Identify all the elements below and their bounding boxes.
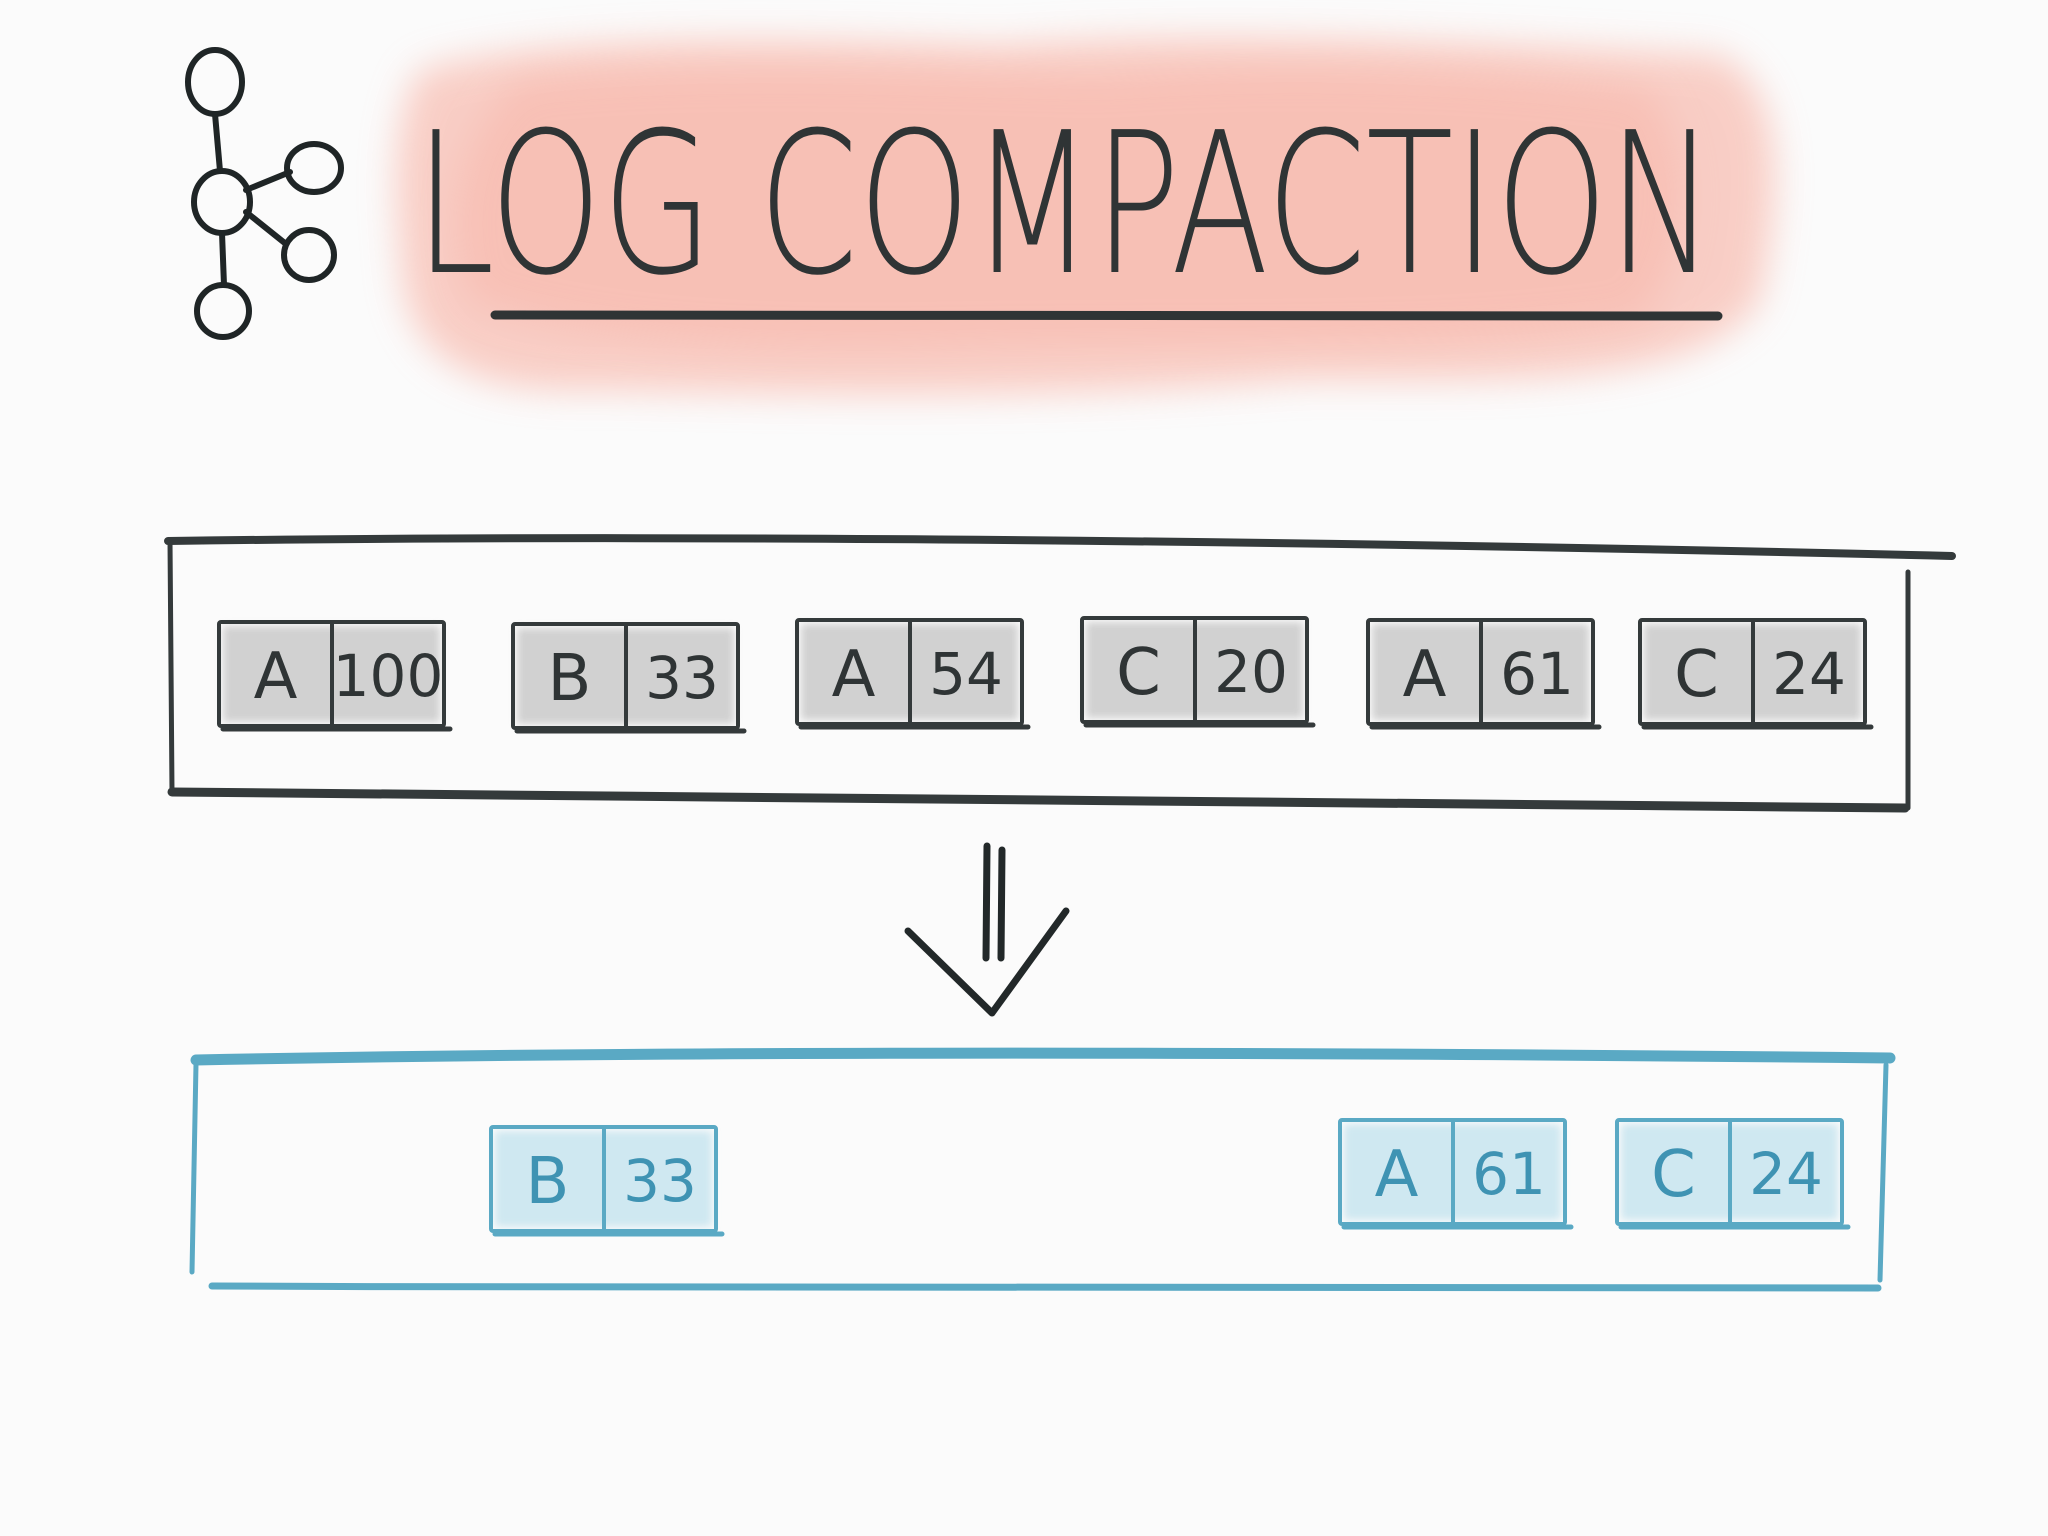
log-container xyxy=(164,534,1956,813)
page-title: LOG COMPACTION xyxy=(415,91,1715,319)
kafka-logo-icon xyxy=(185,47,344,340)
record-value: 61 xyxy=(1472,1140,1546,1208)
log-record: C 24 xyxy=(1638,618,1874,730)
log-record: A 61 xyxy=(1338,1118,1574,1230)
record-value: 100 xyxy=(333,642,444,710)
record-key: B xyxy=(526,1145,570,1219)
title-highlight xyxy=(396,37,1775,395)
compacted-log-container xyxy=(189,1047,1896,1294)
record-value: 24 xyxy=(1749,1140,1823,1208)
record-key: A xyxy=(1375,1138,1419,1212)
compacted-records: B 33 A 61 C 24 xyxy=(489,1118,1851,1237)
record-key: A xyxy=(254,640,298,714)
record-value: 33 xyxy=(645,644,719,712)
title-underline xyxy=(490,308,1723,321)
record-value: 61 xyxy=(1500,640,1574,708)
log-record: B 33 xyxy=(511,622,747,734)
record-key: C xyxy=(1674,638,1719,712)
record-key: A xyxy=(832,638,876,712)
record-key: C xyxy=(1651,1138,1696,1212)
log-record: A 54 xyxy=(795,618,1031,730)
log-record: C 20 xyxy=(1080,616,1316,728)
record-value: 24 xyxy=(1772,640,1846,708)
down-arrow-icon xyxy=(904,842,1070,1017)
record-key: C xyxy=(1116,636,1161,710)
record-value: 54 xyxy=(929,640,1003,708)
log-record: A 61 xyxy=(1366,618,1602,730)
log-record: C 24 xyxy=(1615,1118,1851,1230)
record-value: 20 xyxy=(1214,638,1288,706)
record-key: B xyxy=(548,642,592,716)
record-value: 33 xyxy=(623,1147,697,1215)
record-key: A xyxy=(1403,638,1447,712)
log-record: B 33 xyxy=(489,1125,725,1237)
log-records: A 100 B 33 A 54 C 20 A 61 C 24 xyxy=(217,616,1874,734)
log-record: A 100 xyxy=(217,620,453,732)
